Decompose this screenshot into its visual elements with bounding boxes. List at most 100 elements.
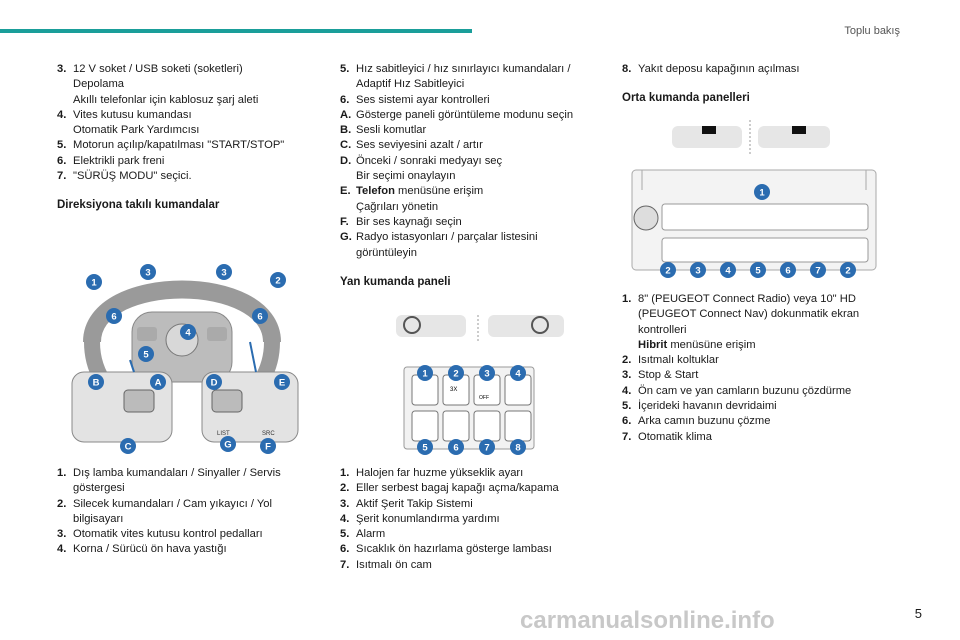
list-item-text: Ön cam ve yan camların buzunu çözdürme xyxy=(638,384,852,397)
callout-label: 6 xyxy=(257,312,262,323)
list-item-number: 4. xyxy=(340,512,350,525)
callout-marker xyxy=(150,374,166,390)
list-item-number: 6. xyxy=(622,415,632,428)
callout-marker xyxy=(120,438,136,454)
list-item: 2. Eller serbest bagaj kapağı açma/kapama xyxy=(340,481,598,496)
list-item: 5.Hız sabitleyici / hız sınırlayıcı kuma… xyxy=(340,62,598,93)
list-item-number: 5. xyxy=(57,139,67,152)
callout-marker xyxy=(274,374,290,390)
callout-label: A xyxy=(155,378,162,389)
list-item-text: Sesli komutlar xyxy=(356,124,427,137)
callout-marker xyxy=(252,308,268,324)
list-item-number: A. xyxy=(340,108,352,121)
callout-label: 4 xyxy=(725,266,731,277)
side-panel-button xyxy=(442,410,470,442)
side-panel-button xyxy=(473,410,501,442)
callout-marker xyxy=(216,264,232,280)
callout-marker xyxy=(690,262,706,278)
list-item: 5. Alarm xyxy=(340,527,598,542)
callout-marker xyxy=(180,324,196,340)
callout-marker xyxy=(140,264,156,280)
list-item-number: 4. xyxy=(57,543,67,556)
list-item-number: F. xyxy=(340,215,349,228)
col2-top-list: 5.Hız sabitleyici / hız sınırlayıcı kuma… xyxy=(340,62,598,261)
callout-label: 2 xyxy=(845,266,850,277)
callout-marker xyxy=(510,365,526,381)
col1-bottom-list: 1.Dış lamba kumandaları / Sinyaller / Se… xyxy=(57,466,307,558)
list-item-number: 7. xyxy=(57,170,67,183)
callout-marker xyxy=(448,365,464,381)
list-item: 2.Silecek kumandaları / Cam yıkayıcı / Y… xyxy=(57,497,307,528)
list-item: 2. Isıtmalı koltuklar xyxy=(622,353,884,368)
callout-label: 6 xyxy=(785,266,790,277)
list-item-text: Elektrikli park freni xyxy=(73,154,165,167)
list-item: 3.12 V soket / USB soketi (soketleri)Dep… xyxy=(57,62,307,108)
callout-label: 3 xyxy=(695,266,700,277)
list-item-text: 12 V soket / USB soketi (soketleri)Depol… xyxy=(73,63,259,106)
callout-marker xyxy=(479,439,495,455)
list-item: 7."SÜRÜŞ MODU" seçici. xyxy=(57,169,307,184)
callout-label: E xyxy=(279,378,285,389)
col3-bottom-list: 1.8" (PEUGEOT Connect Radio) veya 10" HD… xyxy=(622,292,884,445)
list-item: B.Sesli komutlar xyxy=(340,123,598,138)
callout-label: 1 xyxy=(759,188,765,199)
callout-marker xyxy=(106,308,122,324)
callout-label: C xyxy=(125,442,132,453)
list-item-number: 6. xyxy=(57,154,67,167)
callout-marker xyxy=(510,439,526,455)
list-item-number: 2. xyxy=(340,482,350,495)
list-item-text: Stop & Start xyxy=(638,369,699,382)
callout-marker xyxy=(270,272,286,288)
callout-marker xyxy=(86,274,102,290)
list-item: 4.Ön cam ve yan camların buzunu çözdürme xyxy=(622,384,884,399)
list-item-text: İçerideki havanın devridaimi xyxy=(638,400,777,413)
list-item-text: Eller serbest bagaj kapağı açma/kapama xyxy=(356,482,559,495)
list-item-text: Otomatik klima xyxy=(638,430,712,443)
list-item-number: 2. xyxy=(622,354,632,367)
list-item-number: 1. xyxy=(340,467,350,479)
list-item-text: Şerit konumlandırma yardımı xyxy=(356,512,500,525)
callout-label: 5 xyxy=(143,350,149,361)
col2-bottom-list: 1. Halojen far huzme yükseklik ayarı 2. Ell… xyxy=(340,466,598,573)
callout-label: 6 xyxy=(111,312,116,323)
watermark: carmanualsonline.info xyxy=(520,607,775,634)
callout-marker xyxy=(220,436,236,452)
list-item: F.Bir ses kaynağı seçin xyxy=(340,215,598,230)
button-text-off: OFF xyxy=(479,395,489,401)
side-panel-button xyxy=(411,410,439,442)
list-item: 1. Halojen far huzme yükseklik ayarı xyxy=(340,466,598,481)
list-item-text: Halojen far huzme yükseklik ayarı xyxy=(356,467,524,479)
list-item-text: Isıtmalı koltuklar xyxy=(638,354,719,367)
list-item-number: 5. xyxy=(622,400,632,413)
callout-marker xyxy=(417,365,433,381)
callout-label: 7 xyxy=(484,443,489,454)
list-item-text: Gösterge paneli görüntüleme modunu seçin xyxy=(356,108,574,121)
callout-marker xyxy=(750,262,766,278)
list-item-text: Alarm xyxy=(356,528,386,541)
list-item-text: Arka camın buzunu çözme xyxy=(638,415,771,428)
column-2: 5.Hız sabitleyici / hız sınırlayıcı kuma… xyxy=(340,62,598,300)
list-item-number: 5. xyxy=(340,528,350,541)
list-item-text: Korna / Sürücü ön hava yastığı xyxy=(73,543,227,556)
list-item-number: 5. xyxy=(340,63,350,75)
section-title-side-panel: Yan kumanda paneli xyxy=(340,275,451,288)
list-item-text: Otomatik vites kutusu kontrol pedalları xyxy=(73,528,263,541)
list-item-text: Ses seviyesini azalt / artır xyxy=(356,139,483,152)
list-item-text: Isıtmalı ön cam xyxy=(356,558,432,571)
column-2-bottom: 1. Halojen far huzme yükseklik ayarı 2. Ell… xyxy=(340,466,598,573)
callout-label: B xyxy=(93,378,100,389)
list-item-text: Radyo istasyonları / parçalar listesini … xyxy=(356,231,538,259)
column-3-bottom: 1.8" (PEUGEOT Connect Radio) veya 10" HD… xyxy=(622,292,884,445)
list-item: C.Ses seviyesini azalt / artır xyxy=(340,138,598,153)
callout-label: 2 xyxy=(453,369,458,380)
callout-label: 5 xyxy=(422,443,428,454)
callout-label: 1 xyxy=(422,369,428,380)
list-item-number: 7. xyxy=(622,430,632,443)
list-item: A. Gösterge paneli görüntüleme modunu seç… xyxy=(340,108,598,123)
list-item: 3.Aktif Şerit Takip Sistemi xyxy=(340,497,598,512)
callout-label: 1 xyxy=(91,278,97,289)
